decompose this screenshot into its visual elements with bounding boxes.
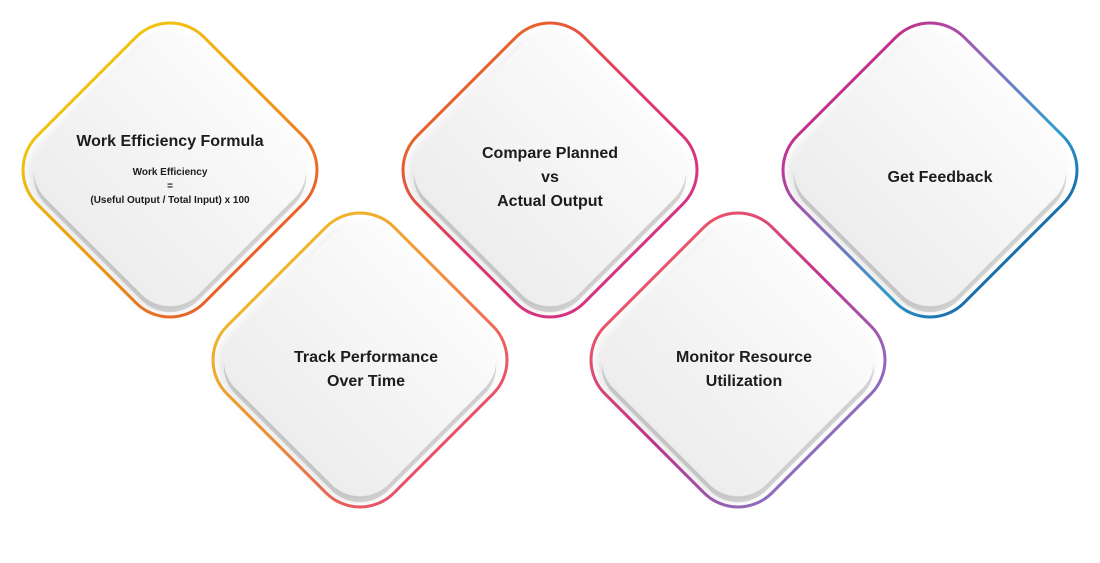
card-monitor-resource-text: Monitor Resource Utilization bbox=[614, 346, 874, 394]
card-track-performance-text: Track Performance Over Time bbox=[236, 346, 496, 394]
formula-equals: = bbox=[167, 181, 173, 192]
card-monitor-resource-line-1: Monitor Resource bbox=[675, 349, 812, 366]
card-get-feedback-outline bbox=[781, 21, 1079, 319]
card-work-efficiency-outline bbox=[21, 21, 319, 319]
card-work-efficiency-text: Work Efficiency Formula Work Efficiency … bbox=[40, 130, 300, 208]
card-monitor-resource-outline bbox=[589, 211, 887, 509]
card-compare-planned-line-2: vs bbox=[541, 169, 559, 186]
formula-lhs: Work Efficiency bbox=[132, 167, 208, 178]
card-compare-planned-line-3: Actual Output bbox=[497, 193, 603, 210]
formula-rhs: (Useful Output / Total Input) x 100 bbox=[90, 195, 250, 206]
card-track-performance-line-1: Track Performance bbox=[293, 349, 439, 366]
card-work-efficiency-title: Work Efficiency Formula bbox=[76, 133, 264, 150]
card-get-feedback-text: Get Feedback bbox=[810, 166, 1070, 190]
card-compare-planned-text: Compare Planned vs Actual Output bbox=[420, 142, 680, 214]
card-compare-planned-outline bbox=[401, 21, 699, 319]
card-get-feedback bbox=[781, 21, 1079, 319]
card-monitor-resource bbox=[589, 211, 887, 509]
card-monitor-resource-line-2: Utilization bbox=[705, 373, 783, 390]
card-work-efficiency bbox=[21, 21, 319, 319]
card-get-feedback-title: Get Feedback bbox=[887, 169, 993, 186]
card-get-feedback-face bbox=[793, 33, 1067, 307]
card-track-performance-outline bbox=[211, 211, 509, 509]
card-track-performance-face bbox=[223, 223, 497, 497]
card-compare-planned bbox=[401, 21, 699, 319]
card-monitor-resource-face bbox=[601, 223, 875, 497]
card-compare-planned-face bbox=[413, 33, 687, 307]
card-track-performance bbox=[211, 211, 509, 509]
efficiency-formula: Work Efficiency = (Useful Output / Total… bbox=[40, 166, 300, 208]
card-work-efficiency-face bbox=[33, 33, 307, 307]
card-compare-planned-line-1: Compare Planned bbox=[481, 145, 619, 162]
card-track-performance-line-2: Over Time bbox=[327, 373, 405, 390]
